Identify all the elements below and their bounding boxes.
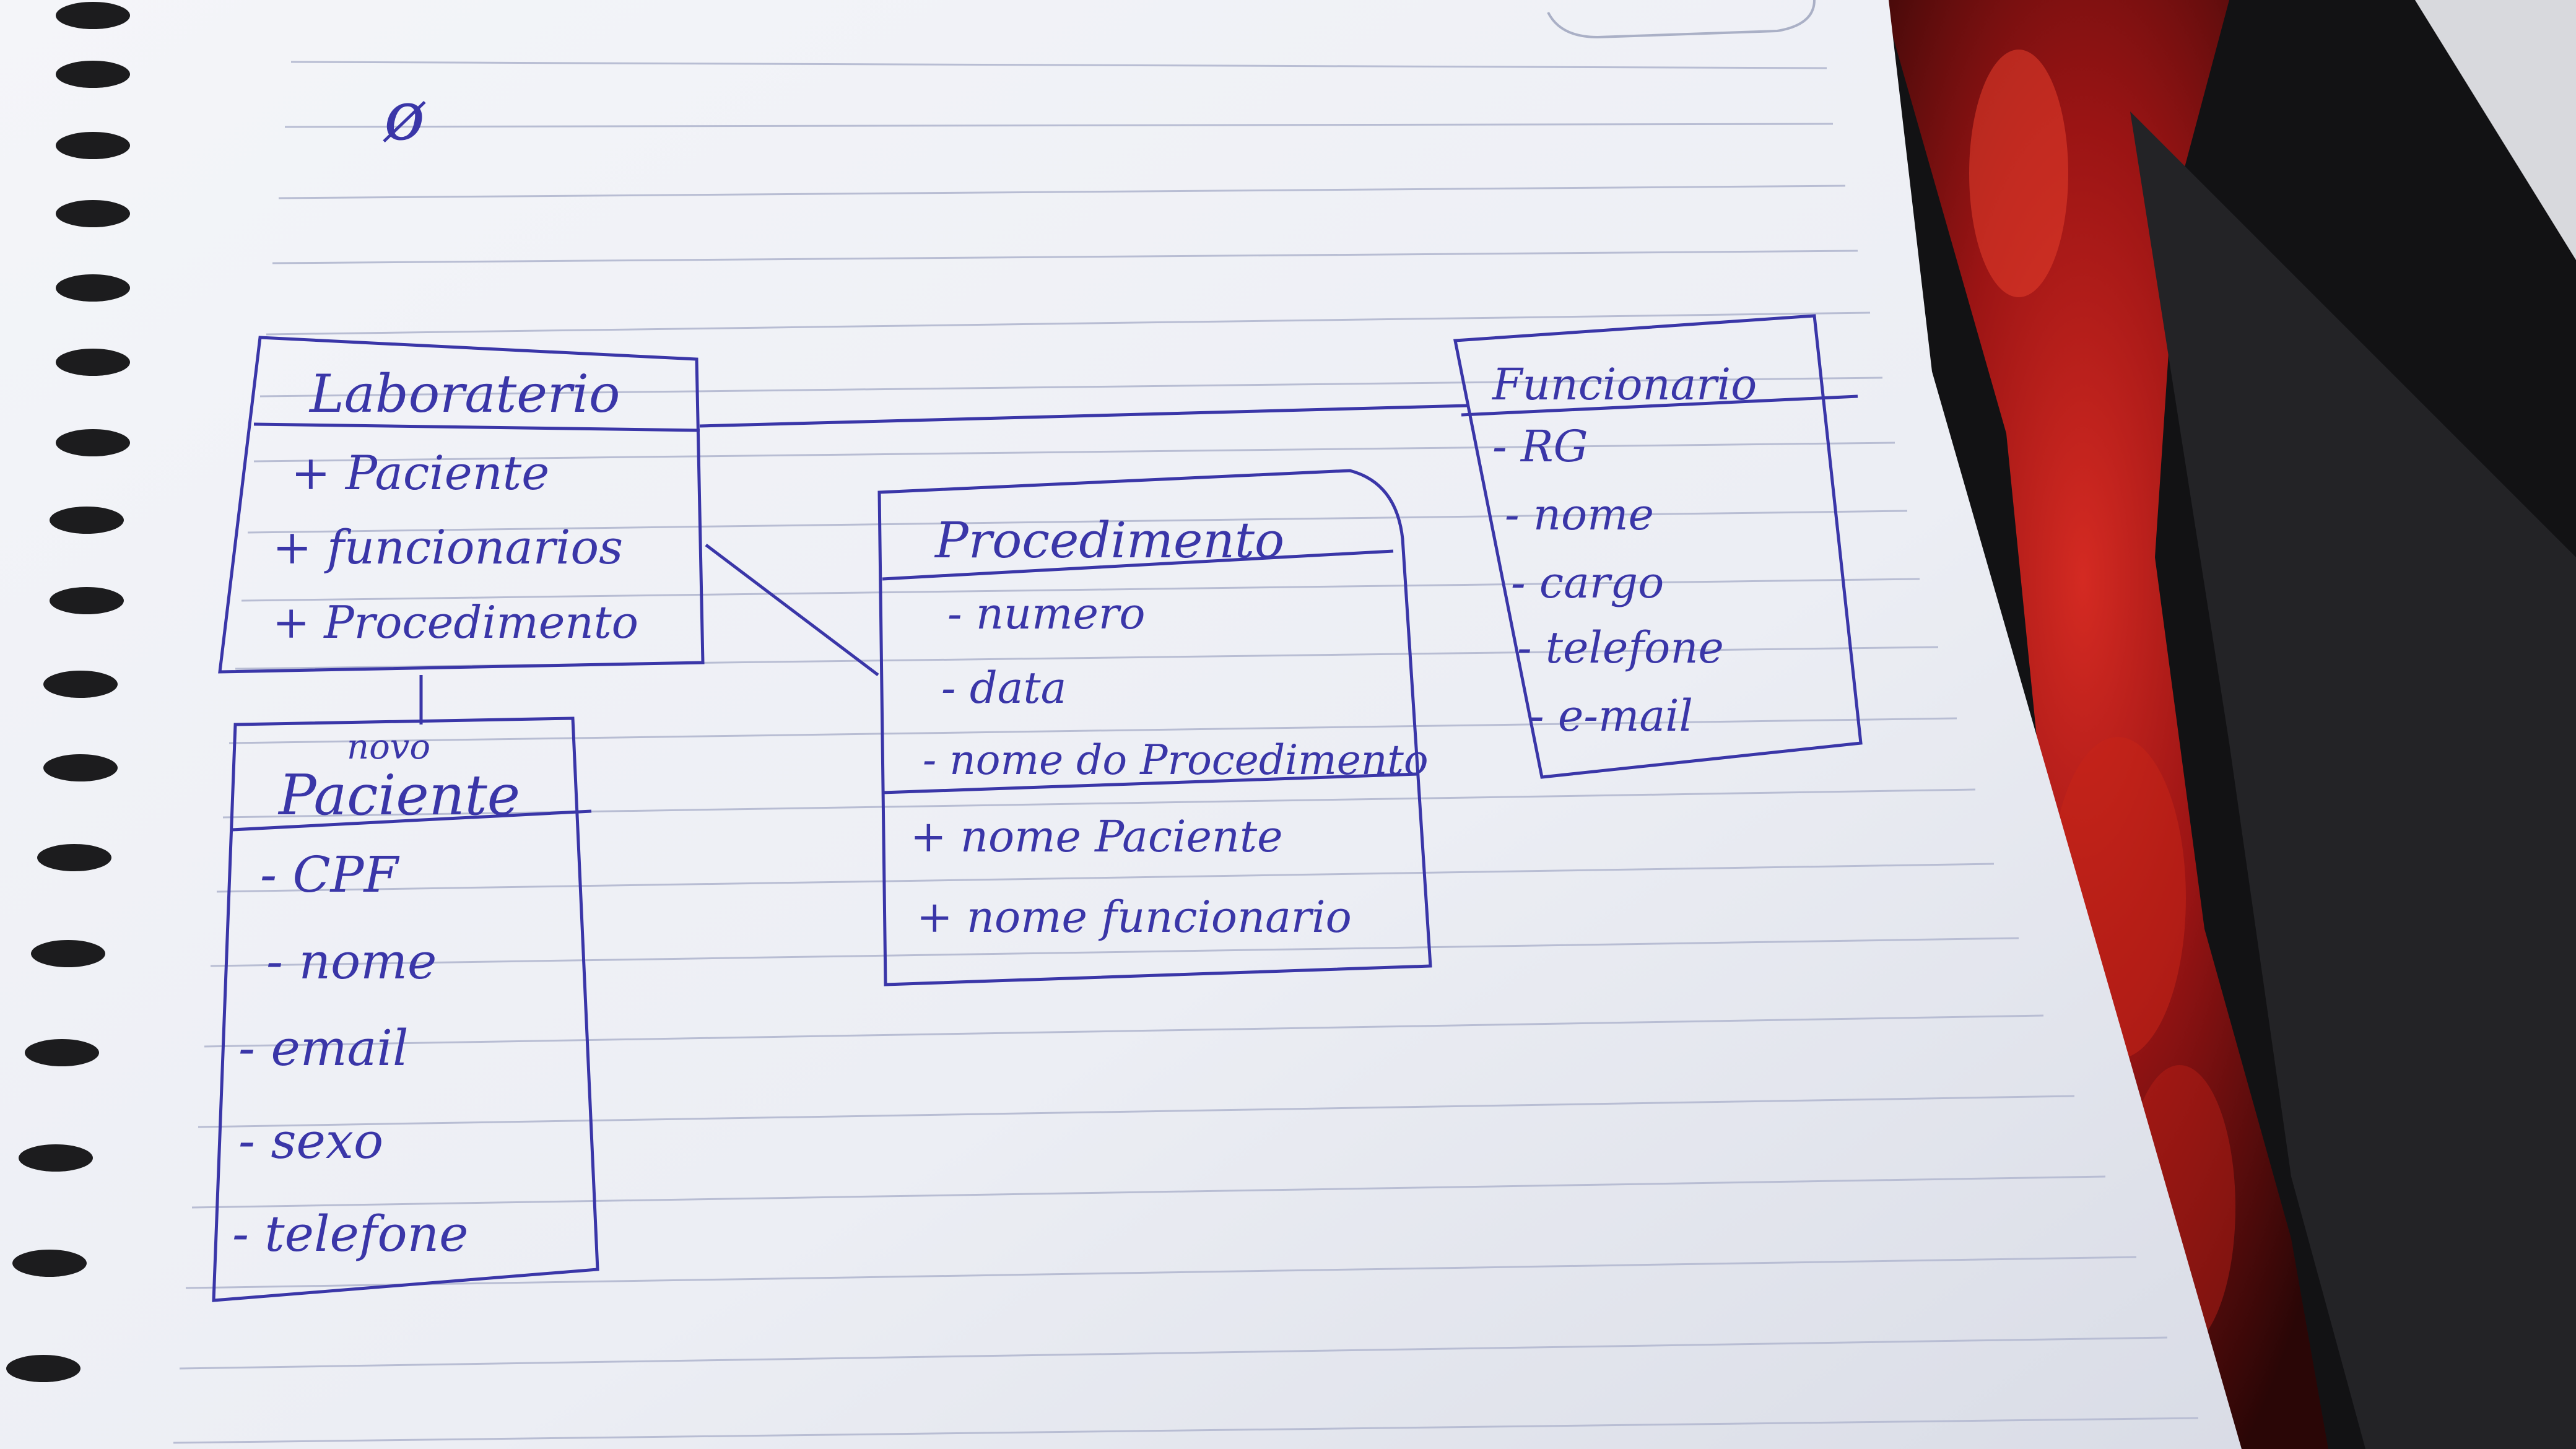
class-attribute: + Procedimento — [272, 596, 638, 648]
class-name: Procedimento — [934, 511, 1284, 569]
page-corner-tab — [1547, 0, 1816, 39]
class-name: Laboraterio — [308, 363, 620, 424]
class-procedimento: Procedimento - numero - data - nome do P… — [877, 469, 1432, 986]
connections — [419, 404, 1468, 724]
class-annotation: novo — [347, 727, 430, 767]
class-divider — [882, 549, 1394, 581]
corner-mark: ø — [383, 76, 426, 155]
class-attribute: - telefone — [1517, 622, 1724, 673]
class-attribute: - telefone — [232, 1205, 469, 1263]
class-divider — [1461, 394, 1858, 417]
class-funcionario: Funcionario - RG - nome - cargo - telefo… — [1453, 314, 1863, 779]
class-attribute: - RG — [1492, 421, 1588, 472]
class-paciente: novo Paciente - CPF - nome - email - sex… — [212, 716, 599, 1302]
class-name: Funcionario — [1491, 359, 1757, 410]
class-box — [1453, 314, 1863, 779]
red-fabric — [1882, 0, 2328, 1449]
class-divider — [232, 809, 592, 832]
spiral-holes — [6, 2, 130, 1382]
class-divider — [253, 422, 700, 432]
class-method: + nome funcionario — [916, 892, 1352, 942]
class-method: + nome Paciente — [910, 811, 1283, 862]
class-attribute: - numero — [947, 588, 1145, 639]
class-attribute: - nome do Procedimento — [923, 736, 1429, 784]
class-box — [218, 336, 705, 674]
class-attribute: - email — [238, 1019, 409, 1077]
class-attribute: - e-mail — [1530, 690, 1693, 741]
notebook-page — [0, 0, 2242, 1449]
red-fabric-highlight — [1969, 50, 2068, 297]
connection-laboratorio-procedimento — [705, 544, 879, 676]
dark-binder-edge — [2415, 0, 2576, 260]
class-attribute: - sexo — [238, 1112, 383, 1170]
class-attribute: + funcionarios — [272, 520, 623, 575]
class-attribute: + Paciente — [291, 445, 549, 500]
dark-binder-edge — [2130, 111, 2576, 1449]
class-box — [877, 469, 1432, 986]
connection-laboratorio-funcionario — [699, 404, 1468, 428]
class-divider — [882, 772, 1419, 794]
class-attribute: - nome — [266, 933, 437, 990]
class-box — [212, 716, 599, 1302]
class-laboratorio: Laboraterio + Paciente + funcionarios + … — [218, 336, 705, 674]
ruled-lines — [173, 61, 2199, 1444]
class-attribute: - CPF — [260, 846, 400, 903]
class-attribute: - nome — [1505, 489, 1654, 540]
class-name: Paciente — [277, 763, 520, 828]
class-attribute: - cargo — [1511, 557, 1664, 608]
class-attribute: - data — [941, 663, 1066, 713]
